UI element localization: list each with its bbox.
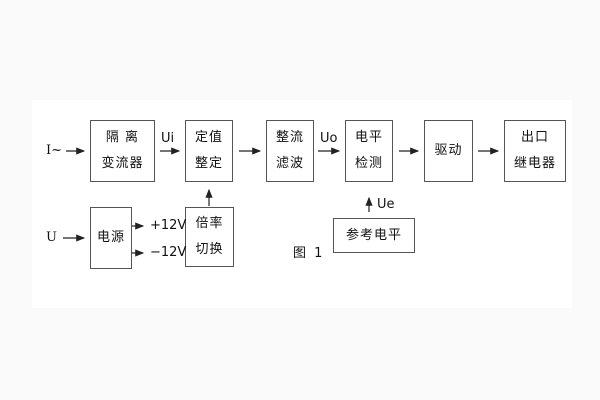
block-label-line: 隔 离 [105,130,140,145]
block-label-line: 出口 [520,130,549,145]
block-label-line: 切换 [195,242,224,257]
block-label-line: 参考电平 [345,227,402,243]
block-level-detector: 电平 检测 [345,120,393,182]
signal-uo-label: Uo [320,131,338,146]
block-label-line: 电源 [96,230,125,245]
block-label-line: 驱动 [434,143,463,158]
signal-ue-label: Ue [377,197,395,212]
block-setpoint-adjust: 定值 整定 [185,120,233,182]
block-label-line: 继电器 [513,156,556,171]
rail-negative-12v-label: −12V [150,245,187,260]
block-label-line: 变流器 [101,156,144,171]
block-label-line: 定值 [194,130,223,145]
rail-positive-12v-label: +12V [150,218,187,233]
figure-caption: 图 1 [293,246,325,261]
block-isolation-transformer: 隔 离 变流器 [90,120,155,182]
block-driver: 驱动 [424,120,473,182]
block-rectifier-filter: 整流 滤波 [266,120,314,182]
block-ratio-switch: 倍率 切换 [185,207,234,267]
block-label-line: 整定 [194,156,223,171]
block-reference-level: 参考电平 [333,218,415,253]
block-label-line: 检测 [354,156,383,171]
block-label-line: 滤波 [275,156,304,171]
input-voltage-label: U [46,230,57,245]
block-label-line: 倍率 [195,216,224,231]
block-label-line: 电平 [354,130,383,145]
block-label-line: 整流 [275,130,304,145]
input-current-label: I~ [46,143,63,158]
block-output-relay: 出口 继电器 [504,120,566,182]
signal-ui-label: Ui [161,131,175,146]
block-power-supply: 电源 [90,207,132,269]
